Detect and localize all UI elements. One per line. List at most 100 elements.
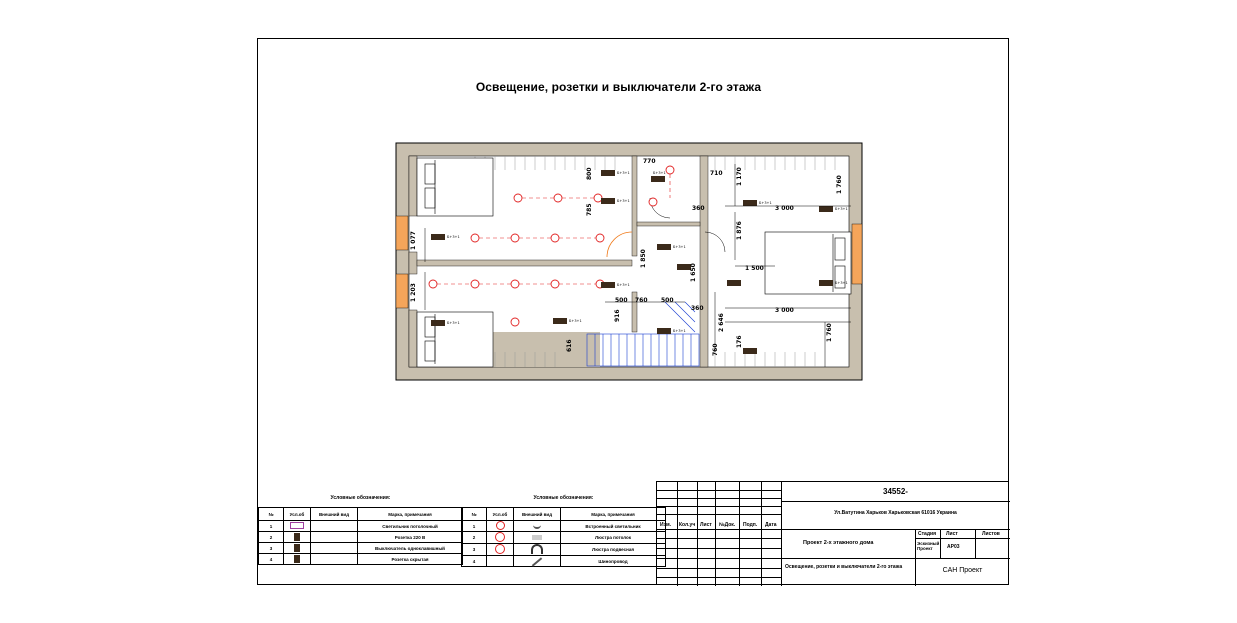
legend-number: 3: [461, 543, 487, 556]
legend-description: Люстра подвесная: [560, 543, 666, 556]
dim-label: 1 077: [410, 231, 417, 250]
dim-label: 760: [712, 343, 719, 356]
pendant-chandelier-photo-icon: [531, 544, 543, 554]
dim-label: 760: [635, 297, 648, 304]
socket: [727, 280, 741, 286]
wall-segment: [408, 251, 418, 275]
dim-label: 1 170: [736, 167, 743, 186]
sheet-number: АР03: [947, 544, 960, 550]
dim-label: 616: [566, 339, 573, 352]
legend-number: 2: [258, 531, 284, 543]
fixture-label: Б+3+1: [835, 207, 848, 211]
fixture-label: Б+3+1: [447, 235, 460, 239]
ceiling-light: [513, 193, 523, 203]
wall-segment: [408, 155, 418, 217]
dimension-labels: 770 3 000 1 500 3 000 500 760 500 360 36…: [410, 158, 843, 356]
socket: [819, 206, 833, 212]
ceiling-chandelier-photo-icon: [532, 534, 542, 540]
project-name: Проект 2-х этажного дома: [803, 540, 874, 546]
dim-label: 1 760: [836, 175, 843, 194]
dim-label: 3 000: [775, 205, 794, 212]
stage-value: Эскизный Проект: [917, 541, 940, 551]
dim-label: 2 646: [718, 313, 725, 332]
dimension-lines: [424, 164, 851, 367]
ceiling-light: [470, 279, 480, 289]
socket: [743, 348, 757, 354]
project-address: Ул.Ватутина Харьков Харьковская 61016 Ук…: [834, 510, 957, 516]
partition-wall: [631, 155, 638, 257]
ceiling-light-group: [428, 165, 675, 327]
stage-header: Стадия: [918, 531, 937, 537]
legend-left: Условные обозначения: № Усл.об Внешний в…: [258, 495, 463, 565]
ceiling-light: [665, 165, 675, 175]
bed: [416, 157, 494, 217]
socket: [601, 282, 615, 288]
legend-header: №: [258, 507, 284, 521]
socket: [431, 320, 445, 326]
fixture-labels: Б+3+1 Б+3+1 Б+3+1 Б+3+1 Б+3+1 Б+3+1 Б+3+…: [447, 171, 848, 333]
socket: [819, 280, 833, 286]
busbar-photo-icon: [531, 556, 543, 567]
socket: [431, 234, 445, 240]
switch-symbol-icon: [294, 543, 300, 552]
legend-title: Условные обозначения:: [533, 495, 594, 501]
dim-label: 770: [643, 158, 656, 165]
dim-label: 1 500: [745, 265, 764, 272]
fixture-label: Б+3+1: [569, 319, 582, 323]
fixture-label: Б+3+1: [617, 283, 630, 287]
door-swing: [606, 231, 633, 258]
stamp-column-label: Кол.уч: [679, 522, 696, 528]
stamp-column-label: №Док.: [719, 522, 736, 528]
fixture-label: Б+3+1: [835, 281, 848, 285]
stage-header: Лист: [946, 531, 958, 537]
legend-title: Условные обозначения:: [330, 495, 391, 501]
ceiling-light: [593, 193, 603, 203]
legend-number: 4: [461, 555, 487, 567]
dim-label: 785: [586, 203, 593, 216]
drawing-sheet-frame: [257, 38, 1009, 585]
legend-number: 3: [258, 542, 284, 554]
hidden-socket-symbol-icon: [294, 554, 300, 563]
legend-description: Встроенный светильник: [560, 520, 666, 532]
ceiling-light: [510, 233, 520, 243]
socket: [553, 318, 567, 324]
stamp-column-label: Изм.: [660, 522, 672, 528]
legend-description: Люстра потолок: [560, 531, 666, 544]
dim-label: 500: [615, 297, 628, 304]
legend-table: № Усл.об Внешний вид Марка, примечания 1…: [461, 507, 666, 567]
fixture-label: Б+3+1: [447, 321, 460, 325]
window: [395, 273, 409, 309]
fixture-label: Б+3+1: [617, 171, 630, 175]
ceiling-light: [648, 197, 658, 207]
legend-description: Шинопровод: [560, 555, 666, 567]
dim-label: 500: [661, 297, 674, 304]
window: [851, 223, 863, 285]
ceiling-light: [550, 279, 560, 289]
window: [395, 215, 409, 251]
dim-label: 1 203: [410, 283, 417, 302]
legend-description: Светильник потолочный: [357, 520, 463, 532]
legend-number: 1: [258, 520, 284, 532]
stamp-column-label: Подп.: [743, 522, 758, 528]
project-code: 34552-: [883, 487, 908, 496]
ceiling-chandelier-symbol-icon: [495, 532, 505, 542]
legend-header: Внешний вид: [513, 507, 561, 521]
dim-label: 360: [692, 205, 705, 212]
legend-header: Усл.об: [486, 507, 514, 521]
legend-description: Розетка скрытая: [357, 553, 463, 565]
socket: [657, 244, 671, 250]
fixture-label: Б+3+1: [759, 201, 772, 205]
fixture-label: Б+3+1: [673, 245, 686, 249]
dim-label: 916: [614, 309, 621, 322]
fixture-label: Б+3+1: [617, 199, 630, 203]
bed: [416, 311, 494, 368]
fixture-label: Б+3+1: [653, 171, 666, 175]
legend-header: Внешний вид: [310, 507, 358, 521]
stamp-column-label: Лист: [700, 522, 712, 528]
partition-wall: [631, 291, 638, 333]
door-swing: [704, 231, 726, 253]
legend-table: № Усл.об Внешний вид Марка, примечания 1…: [258, 507, 463, 565]
dim-label: 1 760: [826, 323, 833, 342]
ceiling-light: [470, 233, 480, 243]
dim-label: 800: [586, 167, 593, 180]
